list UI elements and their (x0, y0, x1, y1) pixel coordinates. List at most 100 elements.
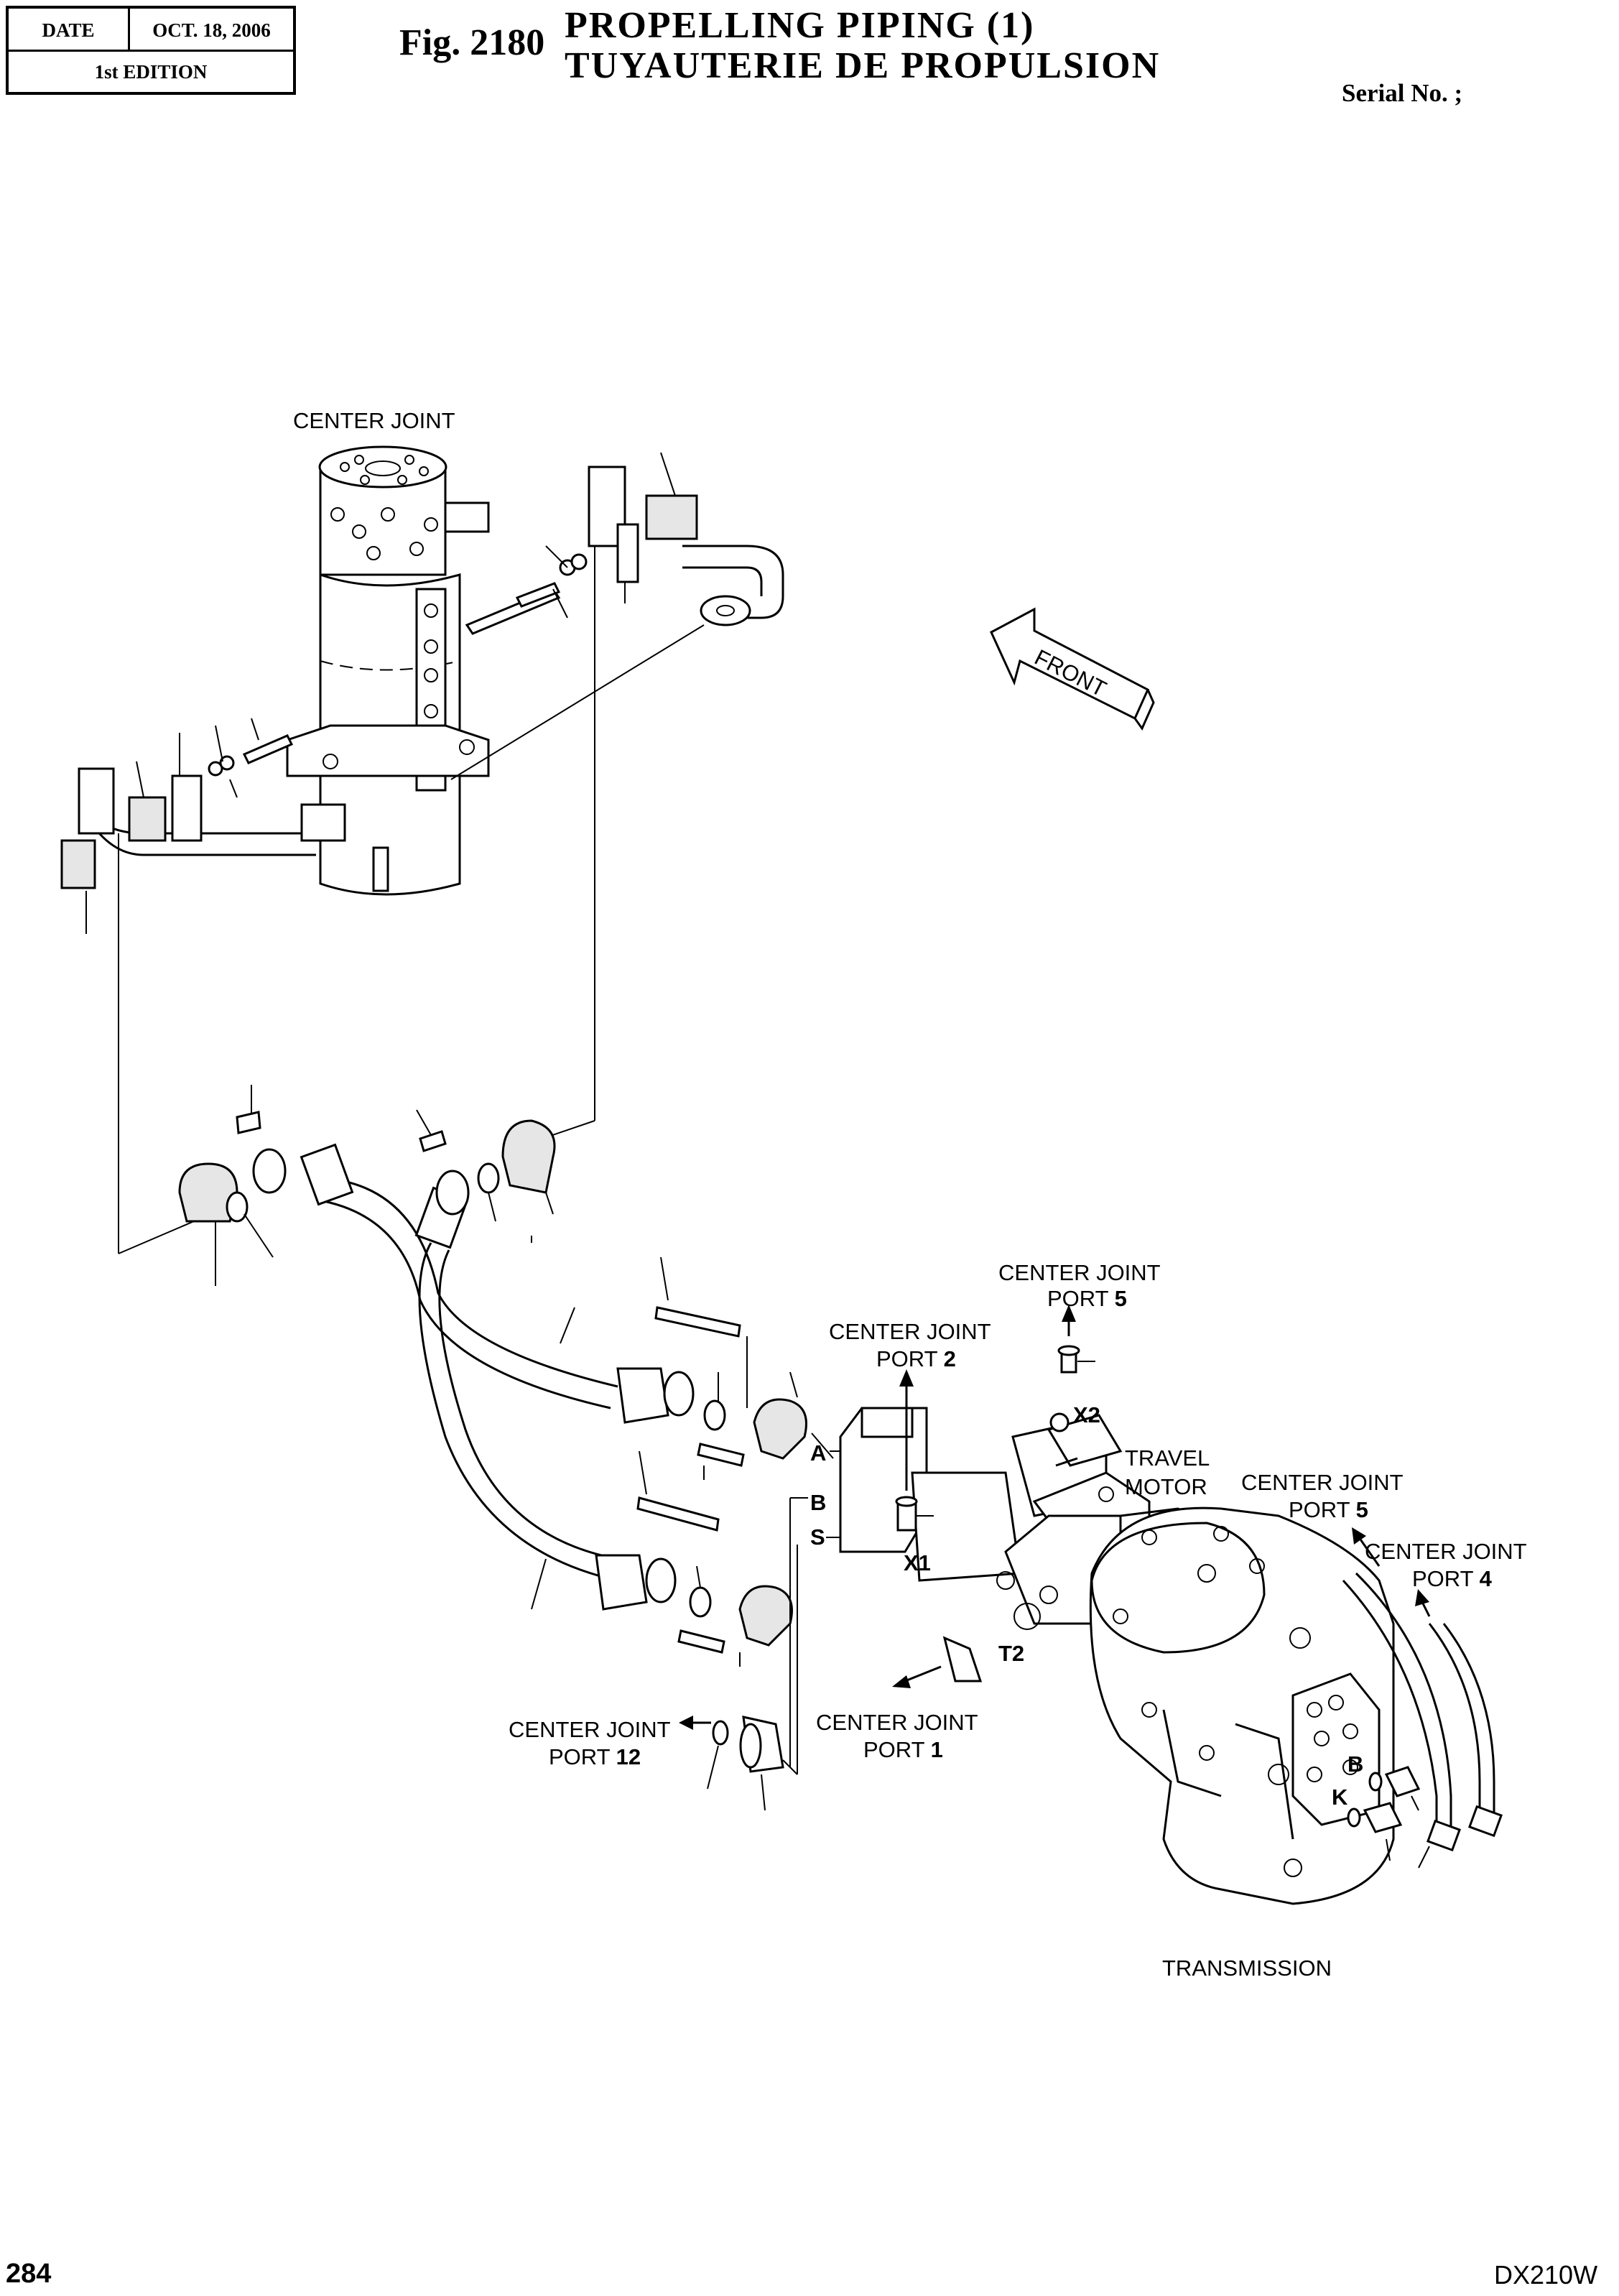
clamp-half-lower (60, 839, 96, 889)
serial-number: Serial No. ; (1342, 79, 1463, 107)
o-ring-left (226, 1191, 249, 1223)
flange-ring-upper (700, 595, 751, 626)
flange-plate-lower (78, 767, 115, 835)
clamp-upper (645, 494, 698, 540)
flange-ring-left (252, 1148, 287, 1194)
cj-port4-line1: CENTER JOINT (1365, 1539, 1527, 1564)
date-value: OCT. 18, 2006 (152, 19, 271, 41)
cj-port4-line2: PORT 4 (1412, 1566, 1493, 1591)
cj-port5-top-line1: CENTER JOINT (998, 1260, 1161, 1285)
title-french: TUYAUTERIE DE PROPULSION (565, 45, 1161, 86)
port-s-label: S (810, 1524, 825, 1550)
travel-motor-line1: TRAVEL (1125, 1445, 1210, 1471)
cj-port1-line1: CENTER JOINT (816, 1710, 978, 1735)
edition-label: 1st EDITION (94, 60, 208, 83)
cj-port5-right-line1: CENTER JOINT (1241, 1470, 1404, 1495)
washer-lower-2 (219, 755, 235, 771)
flange-set-port-a (654, 1256, 834, 1480)
long-bolt-b (636, 1496, 720, 1532)
center-joint-side-port (444, 501, 490, 533)
model-number: DX210W (1494, 2260, 1598, 2290)
cj-port2-line2: PORT 2 (876, 1346, 956, 1371)
o-ring-b (689, 1586, 712, 1618)
center-joint-flange (286, 724, 490, 777)
hose-assembly (300, 1143, 695, 1611)
trans-port-b-label: B (1347, 1751, 1363, 1777)
page-number: 284 (6, 2259, 52, 2289)
o-ring-right (477, 1162, 500, 1194)
long-bolt-a (654, 1306, 741, 1338)
port-b-label: B (810, 1490, 826, 1515)
front-direction-arrow: FRONT (990, 607, 1155, 731)
cj-port5-right-line2: PORT 5 (1289, 1497, 1368, 1522)
travel-motor-line2: MOTOR (1125, 1474, 1207, 1499)
hose-fitting-b-end (645, 1557, 677, 1603)
lower-pipe-assembly (60, 718, 346, 934)
cj-port2-line1: CENTER JOINT (829, 1319, 991, 1344)
o-ring-a (703, 1399, 726, 1431)
hose-1-outer (323, 1177, 618, 1388)
label-center-joint: CENTER JOINT (293, 408, 455, 433)
hose-fitting-a-end (663, 1371, 695, 1417)
bracket-upper (616, 523, 639, 583)
x2-label: X2 (1073, 1402, 1100, 1427)
bracket-lower (171, 774, 203, 842)
washer-lower-1 (208, 761, 223, 777)
short-bolt-a (697, 1443, 745, 1467)
flange-ring-right (435, 1170, 470, 1216)
hose-port4 (1428, 1623, 1481, 1825)
transmission (1089, 1506, 1503, 1905)
o-ring-port12 (712, 1720, 729, 1746)
cj-port12-line2: PORT 12 (549, 1744, 641, 1769)
port-12-fitting (679, 1716, 798, 1811)
hose-port5-right (1342, 1579, 1438, 1839)
split-flange-a (753, 1398, 807, 1460)
cj-port1-line2: PORT 1 (863, 1737, 943, 1762)
upper-pipe (682, 545, 784, 619)
header-divider (128, 9, 130, 52)
callout-labels: CENTER JOINT PORT 5 CENTER JOINT PORT 2 … (509, 1260, 1527, 1981)
date-label: DATE (42, 19, 95, 41)
fitting-trans-b (1384, 1766, 1421, 1797)
x1-label: X1 (904, 1550, 931, 1575)
motor-flange-face (1090, 1522, 1266, 1654)
cj-port5-top-line2: PORT 5 (1047, 1286, 1127, 1311)
title-english: PROPELLING PIPING (1) (565, 5, 1035, 46)
hose-elbow-1 (300, 1143, 354, 1206)
motor-port-labels: A B S (789, 1440, 851, 1774)
exploded-parts-diagram: CENTER JOINT (60, 408, 1527, 1981)
washer-upper-2 (570, 553, 588, 570)
o-ring-trans-b (1368, 1772, 1383, 1792)
header-row-top (9, 9, 293, 52)
transmission-label: TRANSMISSION (1162, 1955, 1332, 1981)
arrow-port5-right (1358, 1537, 1381, 1567)
center-joint-stub (372, 846, 389, 892)
t2-label: T2 (998, 1641, 1024, 1666)
split-flanges-upper (178, 1085, 556, 1286)
split-flange-right (501, 1119, 556, 1194)
fitting-t2 (942, 1636, 983, 1682)
cj-port12-line1: CENTER JOINT (509, 1717, 671, 1742)
clamp-lower (128, 796, 167, 842)
lower-port-block (300, 803, 346, 842)
figure-number: Fig. 2180 (399, 22, 545, 63)
port-a-label: A (810, 1440, 826, 1466)
hose-2-outer (418, 1242, 618, 1582)
hose-fitting-a (616, 1367, 669, 1424)
o-ring-trans-k (1347, 1807, 1361, 1828)
hose-fitting-b (595, 1554, 648, 1611)
upper-pipe-assembly (450, 452, 784, 780)
fitting-trans-k (1363, 1802, 1403, 1833)
arrow-port4 (1421, 1601, 1431, 1617)
header-info-box: DATE OCT. 18, 2006 1st EDITION (6, 6, 296, 95)
fitting-x2-top (1049, 1412, 1070, 1432)
bolt-b (419, 1130, 447, 1152)
bolt-a (236, 1111, 261, 1134)
center-joint-top-face (318, 445, 447, 489)
center-joint-assembly: CENTER JOINT (286, 408, 490, 896)
flange-set-port-b (636, 1450, 793, 1667)
trans-port-k-label: K (1332, 1785, 1348, 1810)
bolt-lower (242, 734, 294, 764)
short-bolt-b (677, 1629, 725, 1654)
split-flange-b (738, 1585, 793, 1647)
